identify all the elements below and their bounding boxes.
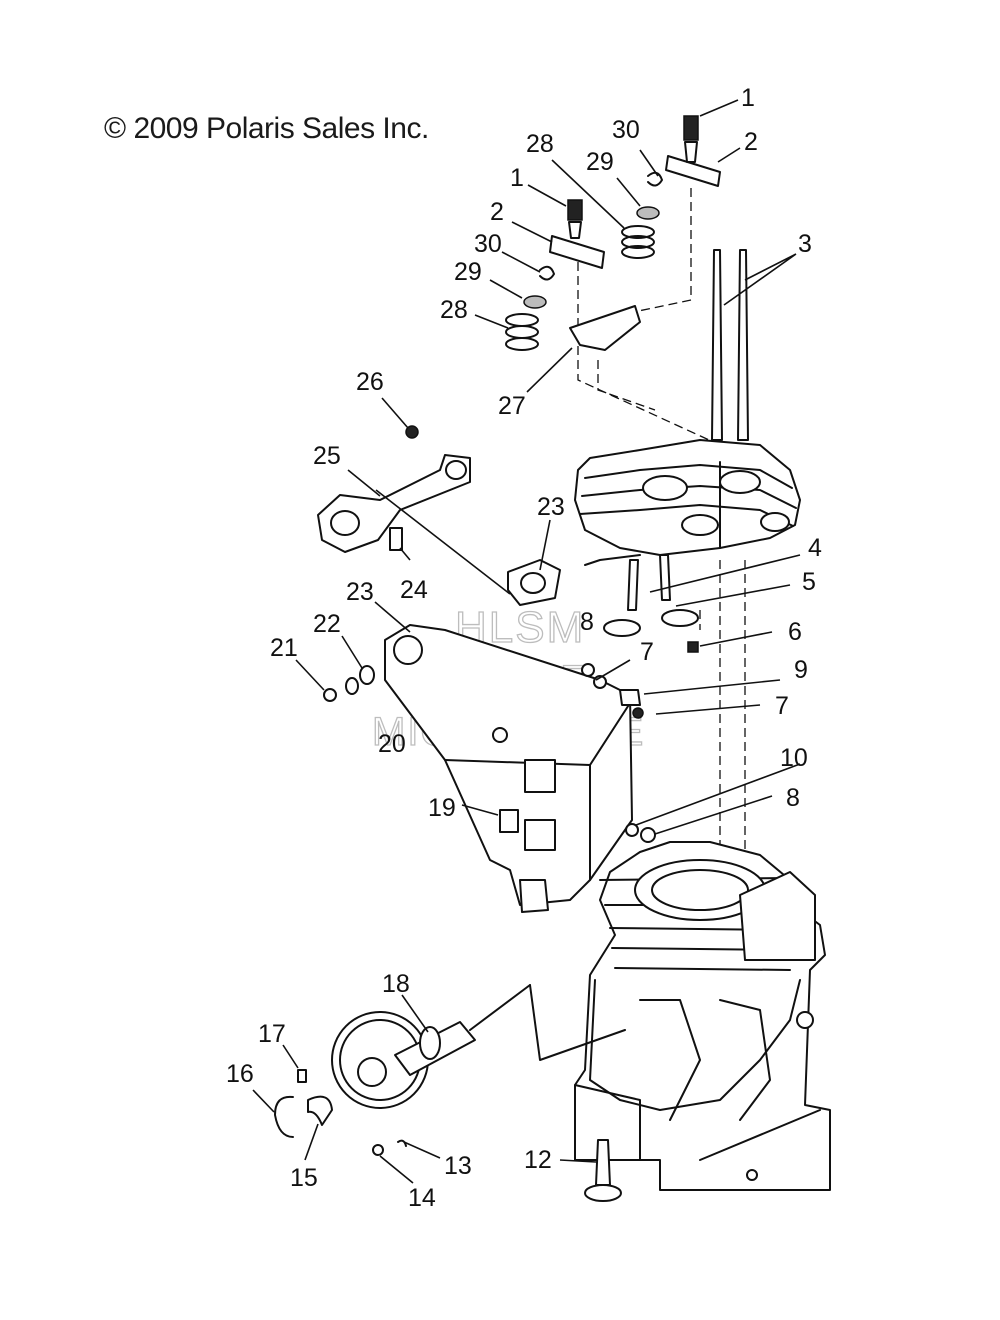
callout-24: 24 (400, 576, 428, 604)
copyright-notice: © 2009 Polaris Sales Inc. (104, 112, 429, 145)
callout-23-top: 23 (537, 493, 565, 521)
callout-8-upper: 8 (580, 608, 594, 636)
callout-2-top: 2 (744, 128, 758, 156)
callout-2: 2 (490, 198, 504, 226)
callout-27: 27 (498, 392, 526, 420)
callout-28: 28 (440, 296, 468, 324)
callout-7-upper: 7 (640, 638, 654, 666)
callout-30-top: 30 (612, 116, 640, 144)
callout-29: 29 (454, 258, 482, 286)
breather-cover (384, 624, 644, 913)
gaskets (507, 559, 561, 606)
callout-8: 8 (786, 784, 800, 812)
callout-26: 26 (356, 368, 384, 396)
callout-15: 15 (290, 1164, 318, 1192)
callout-12: 12 (524, 1146, 552, 1174)
rocker-assembly (505, 115, 721, 351)
callout-18: 18 (382, 970, 410, 998)
push-rods (711, 249, 749, 441)
callout-23: 23 (346, 578, 374, 606)
callout-13: 13 (444, 1152, 472, 1180)
callout-28-top: 28 (526, 130, 554, 158)
callout-19: 19 (428, 794, 456, 822)
leader-lines (252, 99, 801, 1184)
small-fasteners (323, 665, 656, 843)
callout-3: 3 (798, 230, 812, 258)
callout-1-top: 1 (741, 84, 755, 112)
valve-lifter (584, 1139, 622, 1202)
valves (603, 554, 699, 653)
callout-10: 10 (780, 744, 808, 772)
crankcase (574, 841, 831, 1191)
callout-5: 5 (802, 568, 816, 596)
callout-25: 25 (313, 442, 341, 470)
callout-9: 9 (794, 656, 808, 684)
callout-30: 30 (474, 230, 502, 258)
callout-22: 22 (313, 610, 341, 638)
callout-7: 7 (775, 692, 789, 720)
camshaft-gear (274, 984, 626, 1156)
callout-29-top: 29 (586, 148, 614, 176)
callout-1: 1 (510, 164, 524, 192)
callout-14: 14 (408, 1184, 436, 1212)
callout-17: 17 (258, 1020, 286, 1048)
callout-labels: 1 2 30 29 28 1 2 30 29 28 3 27 26 25 23 … (226, 84, 822, 1212)
cylinder-head (574, 439, 801, 566)
callout-20: 20 (378, 730, 406, 758)
callout-6: 6 (788, 618, 802, 646)
callout-21: 21 (270, 634, 298, 662)
callout-16: 16 (226, 1060, 254, 1088)
callout-4: 4 (808, 534, 822, 562)
